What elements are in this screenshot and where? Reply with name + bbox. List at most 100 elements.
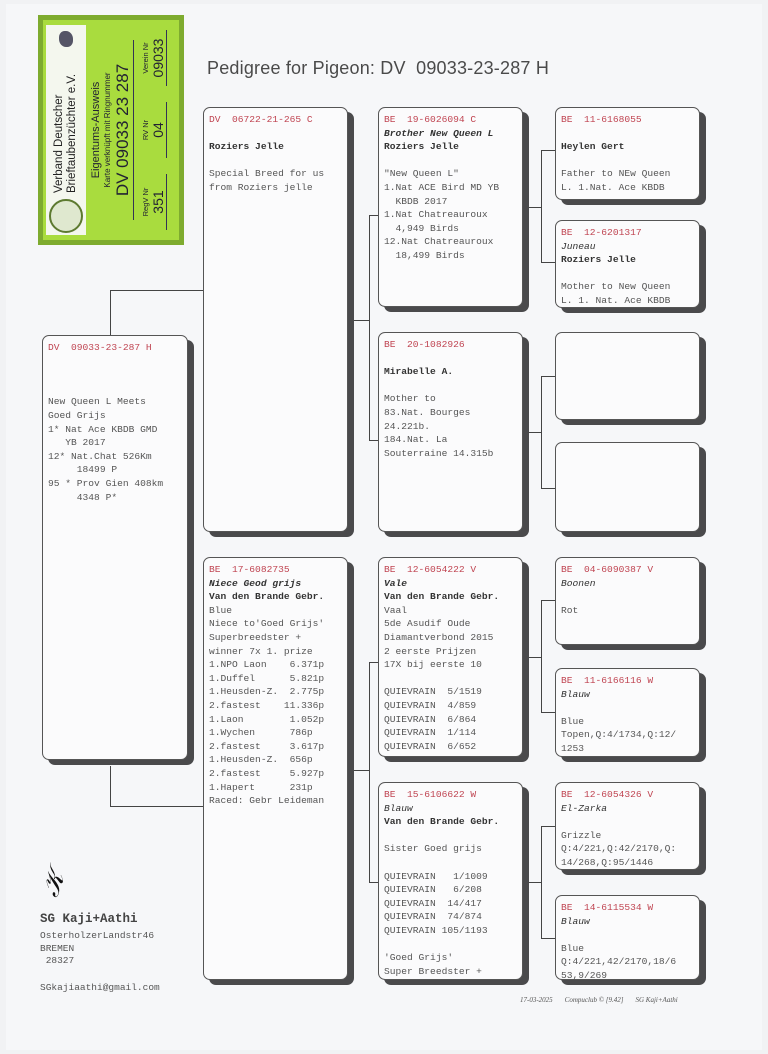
card-org-line1: Verband Deutscher: [53, 94, 65, 193]
pigeon-detail-line: L. 1.Nat. Ace KBDB: [561, 181, 665, 193]
pigeon-detail-line: Blue: [561, 715, 585, 727]
ring-number: BE 04-6090387 V: [561, 564, 654, 575]
card-field-label: RegV Nr: [141, 187, 150, 217]
pigeon-detail-line: QUIEVRAIN 6/652: [384, 740, 477, 752]
connector-line: [369, 662, 378, 664]
pigeon-detail-line: [209, 154, 342, 168]
pigeon-detail-line: [384, 829, 517, 843]
pigeon-detail-line: [48, 368, 182, 382]
pigeon-detail-line: 17X bij eerste 10: [384, 659, 482, 671]
footer: 17-03-2025 Compuclub © [9.42] SG Kaji+Aa…: [520, 996, 678, 1004]
pigeon-detail-line: Father to NEw Queen: [561, 168, 671, 180]
ring-number: BE 20-1082926: [384, 339, 465, 350]
pigeon-detail-line: winner 7x 1. prize: [209, 645, 313, 657]
connector-line: [528, 432, 541, 434]
pigeon-detail-line: 18,499 Birds: [384, 249, 465, 261]
pigeon-detail-line: Mirabelle A.: [384, 366, 454, 378]
pigeon-detail-line: QUIEVRAIN 74/874: [384, 911, 482, 923]
pigeon-detail-line: 'Goed Grijs': [384, 952, 454, 964]
pigeon-detail-line: Heylen Gert: [561, 141, 625, 153]
pigeon-detail-line: Q:4/221,42/2170,18/6: [561, 956, 677, 968]
ring-number: BE 12-6201317: [561, 227, 642, 238]
pigeon-detail-line: Souterraine 14.315b: [384, 447, 494, 459]
pigeon-detail-line: Roziers Jelle: [209, 141, 284, 153]
pigeon-detail-line: [384, 672, 517, 686]
signature: 𝒦: [35, 867, 72, 901]
pigeon-detail-line: 12* Nat.Chat 526Km: [48, 450, 152, 462]
card-field-value: 09033: [150, 30, 167, 86]
pigeon-icon: [59, 31, 73, 47]
pigeon-detail-line: Roziers Jelle: [384, 141, 459, 153]
pigeon-detail-line: [384, 154, 517, 168]
pigeon-detail-line: QUIEVRAIN 4/859: [384, 699, 477, 711]
pigeon-detail-line: 1253: [561, 742, 585, 754]
ownership-card: Verband Deutscher Brieftaubenzüchter e.V…: [38, 15, 184, 245]
pigeon-detail-line: Rot: [561, 604, 579, 616]
pigeon-detail-line: [48, 355, 182, 369]
pigeon-detail-line: Blue: [209, 604, 233, 616]
connector-line: [541, 938, 555, 940]
ring-number: DV 09033-23-287 H: [48, 342, 152, 353]
pigeon-detail-line: Mother to: [384, 393, 436, 405]
pigeon-detail-line: 1.Heusden-Z. 656p: [209, 754, 313, 766]
connector-line: [369, 882, 378, 884]
connector-line: [353, 770, 369, 772]
pigeon-detail-line: 2.fastest 11.336p: [209, 699, 325, 711]
pigeon-detail-line: Van den Brande Gebr.: [384, 591, 500, 603]
pigeon-detail-line: Brother New Queen L: [384, 127, 494, 139]
card-field-value: 351: [150, 174, 167, 230]
pigeon-detail-line: [561, 815, 694, 829]
pigeon-detail-line: Q:4/221,Q:42/2170,Q:: [561, 843, 677, 855]
footer-date: 17-03-2025: [520, 996, 553, 1004]
pigeon-detail-line: Goed Grijs: [48, 409, 106, 421]
ring-number: DV 06722-21-265 C: [209, 114, 313, 125]
pigeon-detail-line: QUIEVRAIN 5/1519: [384, 686, 482, 698]
pigeon-detail-line: Grizzle: [561, 829, 602, 841]
pigeon-detail-line: [384, 856, 517, 870]
ring-number: BE 12-6054326 V: [561, 789, 654, 800]
pigeon-detail-line: QUIEVRAIN 14/417: [384, 897, 482, 909]
pigeon-detail-line: Special Breed for us: [209, 168, 325, 180]
connector-line: [541, 712, 555, 714]
connector-line: [110, 290, 203, 292]
pigeon-detail-line: from Roziers jelle: [209, 181, 313, 193]
pigeon-detail-line: 4348 P*: [48, 491, 118, 503]
pigeon-detail-line: Vale: [384, 577, 408, 589]
pigeon-detail-line: 24.221b.: [384, 420, 431, 432]
pigeon-detail-line: 1.Nat ACE Bird MD YB: [384, 181, 500, 193]
pigeon-detail-line: Boonen: [561, 577, 596, 589]
card-field-label: Verein Nr: [141, 42, 150, 74]
breeder-address: OsterholzerLandstr46 BREMEN 28327: [40, 930, 155, 966]
pigeon-detail-line: 1.Nat Chatreauroux: [384, 209, 488, 221]
pigeon-detail-line: Topen,Q:4/1734,Q:12/: [561, 729, 677, 741]
pigeon-detail-line: 95 * Prov Gien 408km: [48, 477, 164, 489]
pigeon-detail-line: QUIEVRAIN 6/864: [384, 713, 477, 725]
connector-line: [353, 320, 369, 322]
pigeon-detail-line: 1.Wychen 786p: [209, 727, 313, 739]
pigeon-detail-line: 1.Duffel 5.821p: [209, 672, 325, 684]
pigeon-detail-line: Van den Brande Gebr.: [384, 816, 500, 828]
pigeon-detail-line: [209, 127, 342, 141]
page-title: Pedigree for Pigeon: DV 09033-23-287 H: [207, 58, 550, 78]
card-field-label: RV Nr: [141, 119, 150, 141]
pigeon-detail-line: Niece Geod grijs: [209, 577, 302, 589]
connector-line: [528, 882, 541, 884]
pigeon-detail-line: 2 eerste Prijzen: [384, 645, 477, 657]
pigeon-detail-line: El-Zarka: [561, 802, 608, 814]
connector-line: [541, 600, 543, 712]
pigeon-detail-line: 1.Laon 1.052p: [209, 713, 325, 725]
ring-number: BE 17-6082735: [209, 564, 290, 575]
pigeon-detail-line: 53,9/269: [561, 969, 608, 980]
pigeon-detail-line: 1.Heusden-Z. 2.775p: [209, 686, 325, 698]
connector-line: [528, 657, 541, 659]
pigeon-detail-line: Blue: [561, 942, 585, 954]
pigeon-detail-line: [384, 938, 517, 952]
connector-line: [541, 488, 555, 490]
pigeon-detail-line: Vaal: [384, 604, 408, 616]
